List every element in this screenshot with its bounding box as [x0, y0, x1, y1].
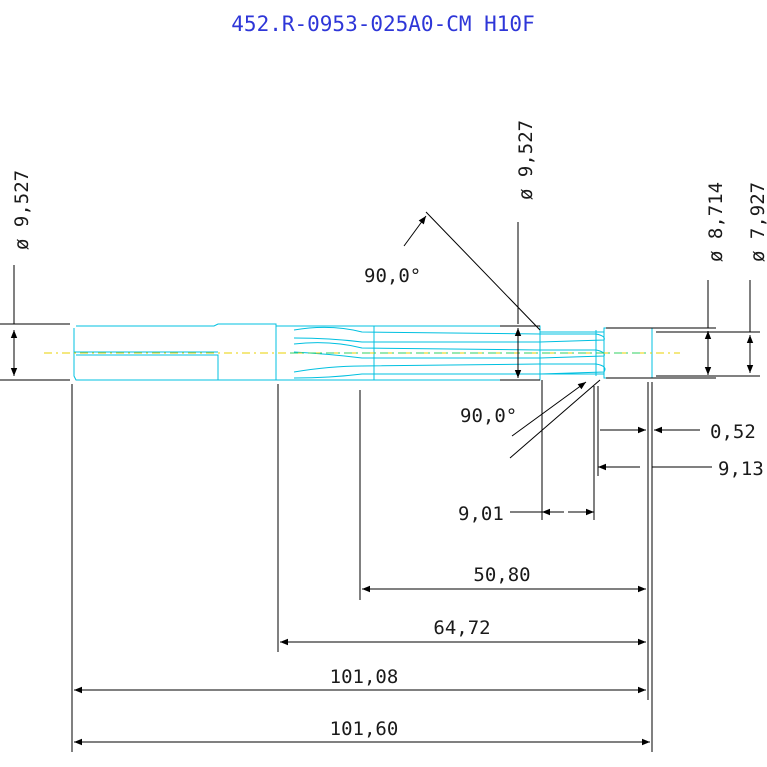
flute-middle [293, 342, 605, 359]
flute-lower [293, 363, 606, 379]
dim-body-diameter: ø 9,527 [500, 120, 540, 381]
dim-length-10108: 101,08 [74, 666, 646, 694]
angle-upper-label: 90,0° [364, 265, 421, 287]
dim-length-6472: 64,72 [280, 617, 646, 646]
diameter-8714-label: ø 8,714 [705, 182, 727, 262]
dim-shank-diameter: ø 9,527 [0, 170, 70, 381]
length-901-label: 9,01 [458, 503, 504, 525]
angle-lower: 90,0° [460, 379, 601, 459]
dim-length-10160: 101,60 [74, 718, 650, 746]
reamer-outline [73, 323, 653, 381]
shank-diameter-label: ø 9,527 [11, 170, 33, 250]
length-913-label: 9,13 [718, 458, 764, 480]
dim-diameter-8714: ø 8,714 [606, 182, 727, 379]
length-6472-label: 64,72 [433, 617, 490, 639]
angle-lower-label: 90,0° [460, 405, 517, 427]
dim-length-913: 9,13 [598, 458, 764, 480]
flute-upper [293, 326, 605, 343]
drawing-title: 452.R-0953-025A0-CM H10F [231, 12, 534, 36]
angle-upper: 90,0° [364, 211, 541, 331]
dim-length-5080: 50,80 [362, 564, 646, 593]
length-10160-label: 101,60 [330, 718, 399, 740]
shank-outline [73, 323, 277, 381]
length-052-label: 0,52 [710, 421, 756, 443]
dim-diameter-7927: ø 7,927 [656, 182, 767, 377]
dim-length-901: 9,01 [458, 503, 594, 525]
length-5080-label: 50,80 [473, 564, 530, 586]
length-extension-lines [71, 380, 653, 752]
body-diameter-label: ø 9,527 [515, 120, 537, 200]
dim-length-052: 0,52 [600, 421, 756, 443]
length-10108-label: 101,08 [330, 666, 399, 688]
diameter-7927-label: ø 7,927 [747, 182, 767, 262]
